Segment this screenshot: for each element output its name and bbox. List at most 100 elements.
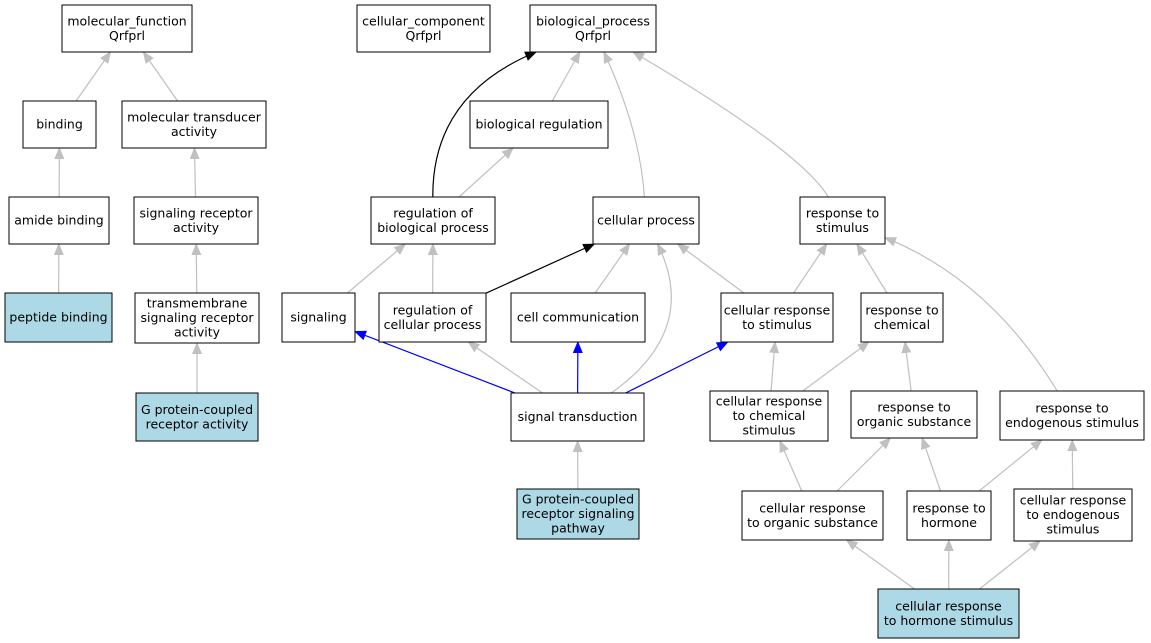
node-box — [281, 292, 356, 343]
node-box — [709, 390, 829, 442]
node-label-line: stimulus — [1047, 522, 1100, 537]
node-box — [134, 292, 260, 344]
node-box — [121, 100, 267, 149]
edge-signaling-receptor-activity-to-molecular-transducer-activity — [189, 147, 200, 198]
node-label-line: organic substance — [857, 414, 972, 429]
node-label-line: biological_process — [536, 13, 650, 28]
node-biological-regulation[interactable]: biological regulation — [469, 100, 609, 149]
edge-response-to-stimulus-to-biological-process — [632, 51, 829, 198]
node-label-line: response to — [912, 500, 985, 515]
node-label-line: Qrfprl — [109, 28, 145, 43]
node-label-line: G protein-coupled — [522, 492, 634, 507]
edge-cell-communication-to-cellular-process — [594, 243, 631, 294]
node-signaling[interactable]: signaling — [281, 292, 356, 343]
edge-biological-regulation-to-biological-process — [551, 51, 581, 102]
node-label-line: molecular transducer — [127, 109, 262, 124]
node-label-line: peptide binding — [9, 310, 107, 325]
edge-transmembrane-signaling-receptor-activity-to-signaling-receptor-activity — [191, 243, 202, 294]
node-box — [1013, 488, 1133, 542]
node-box — [510, 292, 646, 343]
node-amide-binding[interactable]: amide binding — [8, 196, 110, 245]
edge-cellular-response-to-hormone-stimulus-to-cellular-response-to-endogenous-stimulus — [979, 540, 1041, 590]
edge-signaling-to-regulation-of-biological-process — [347, 243, 407, 294]
node-label-line: signaling — [290, 310, 346, 325]
node-peptide-binding[interactable]: peptide binding — [4, 292, 113, 343]
edge-response-to-hormone-to-response-to-organic-substance — [921, 437, 942, 492]
node-label-line: cellular response — [1020, 493, 1127, 508]
node-box — [592, 196, 700, 245]
node-label-line: signaling receptor — [140, 310, 254, 325]
node-label-line: Qrfprl — [406, 28, 442, 43]
edge-binding-to-molecular-function — [75, 51, 112, 102]
edge-regulation-of-biological-process-to-biological-process — [432, 51, 538, 198]
node-box — [529, 4, 657, 53]
node-label-line: receptor signaling — [521, 506, 634, 521]
node-label-line: biological process — [377, 220, 489, 235]
edge-regulation-of-cellular-process-to-cellular-process — [485, 243, 596, 294]
nodes-layer: molecular_functionQrfprlcellular_compone… — [4, 4, 1145, 639]
node-box — [860, 292, 944, 343]
node-label-line: cellular response — [759, 500, 866, 515]
node-label-line: to endogenous — [1026, 507, 1119, 522]
node-label-line: to organic substance — [747, 515, 878, 530]
edge-response-to-chemical-to-response-to-stimulus — [856, 243, 888, 294]
node-label-line: to stimulus — [742, 317, 811, 332]
node-box — [741, 490, 884, 541]
node-label-line: cell communication — [517, 310, 639, 325]
node-binding[interactable]: binding — [22, 100, 97, 149]
edge-cellular-response-to-organic-substance-to-cellular-response-to-chemical-stimulus — [779, 440, 803, 492]
node-box — [799, 196, 886, 245]
node-label-line: cellular response — [716, 394, 823, 409]
node-box — [877, 588, 1020, 639]
node-label-line: signal transduction — [518, 409, 638, 424]
edge-signal-transduction-to-cellular-response-to-stimulus — [625, 341, 729, 394]
node-label-line: to hormone stimulus — [884, 613, 1013, 628]
node-label-line: stimulus — [816, 220, 869, 235]
node-label-line: molecular_function — [67, 13, 186, 28]
node-cell-communication[interactable]: cell communication — [510, 292, 646, 343]
node-label-line: transmembrane — [147, 296, 248, 311]
edge-cellular-process-to-biological-process — [603, 51, 646, 198]
edge-molecular-transducer-activity-to-molecular-function — [142, 51, 179, 102]
edge-response-to-organic-substance-to-response-to-chemical — [901, 341, 912, 392]
node-label-line: stimulus — [743, 423, 796, 438]
node-cellular-process[interactable]: cellular process — [592, 196, 700, 245]
node-label-line: cellular process — [384, 317, 482, 332]
node-box — [370, 196, 496, 245]
edge-cellular-response-to-chemical-stimulus-to-cellular-response-to-stimulus — [769, 341, 780, 392]
node-label-line: receptor activity — [146, 416, 249, 431]
node-box — [720, 292, 834, 343]
node-label-line: Qrfprl — [575, 28, 611, 43]
node-box — [133, 196, 259, 245]
edge-response-to-endogenous-stimulus-to-response-to-stimulus — [884, 237, 1058, 392]
node-label-line: response to — [877, 399, 950, 414]
node-signal-transduction[interactable]: signal transduction — [510, 392, 645, 442]
node-box — [906, 490, 992, 541]
edge-signal-transduction-to-regulation-of-cellular-process — [467, 341, 543, 394]
node-label-line: cellular_component — [362, 13, 485, 28]
node-box — [378, 292, 487, 343]
node-box — [850, 390, 978, 439]
node-box — [61, 4, 193, 53]
node-label-line: biological regulation — [475, 117, 602, 132]
